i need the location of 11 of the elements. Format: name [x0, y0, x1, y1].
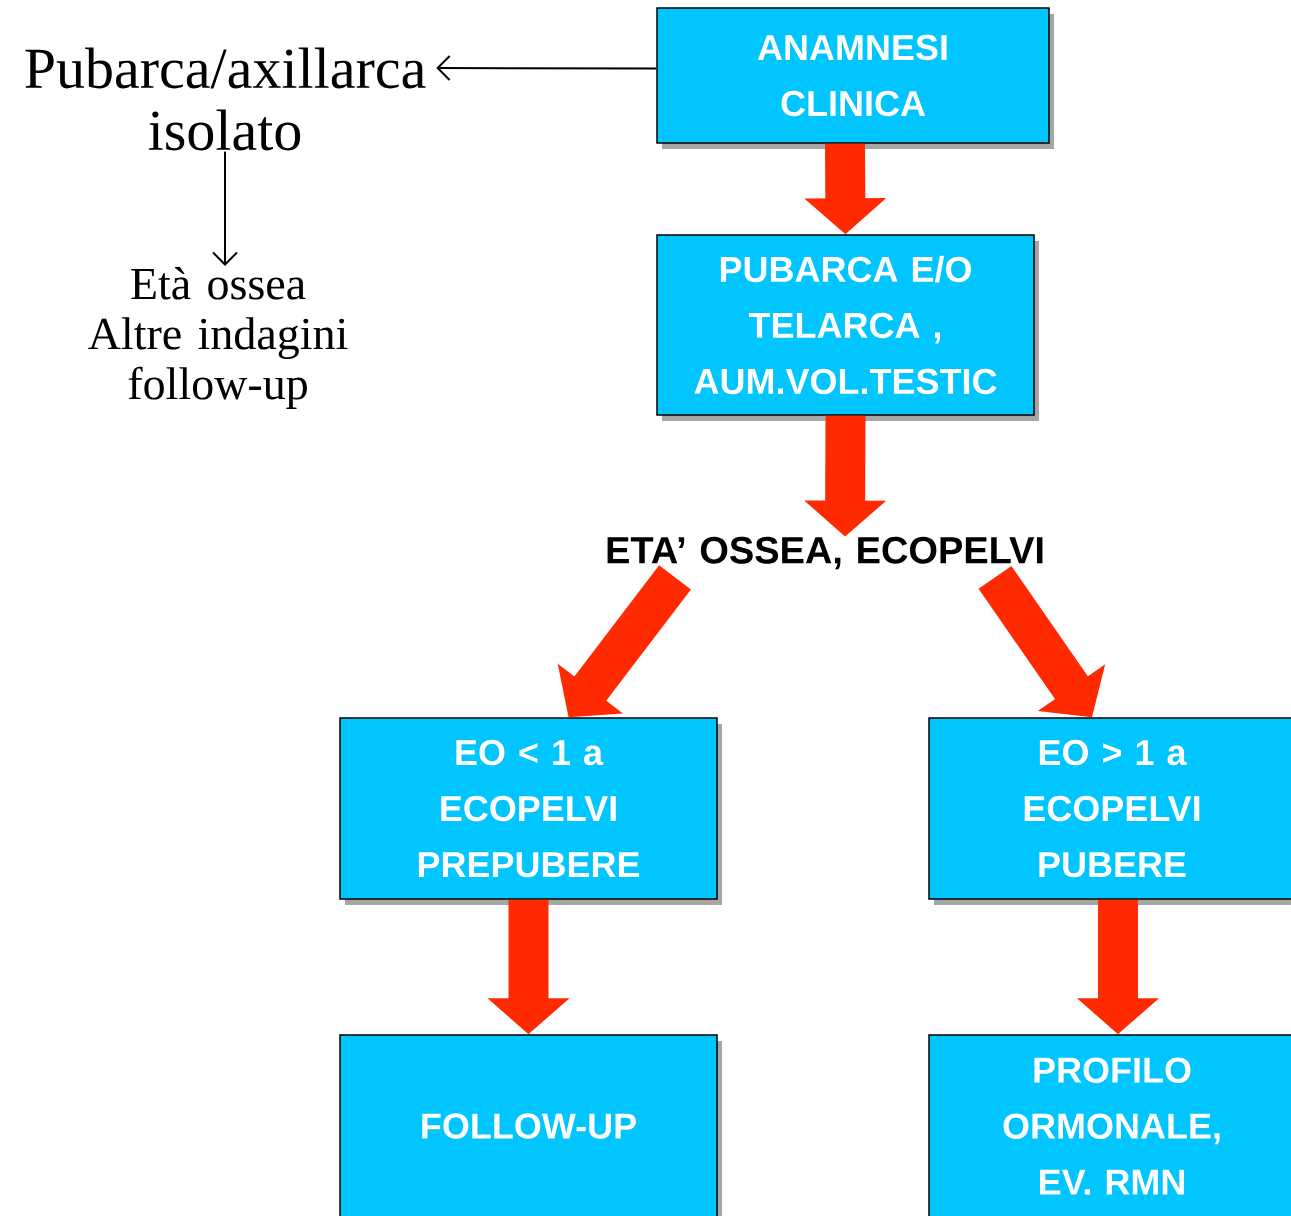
heading-text: ETA’ OSSEA, ECOPELVI: [607, 536, 1043, 570]
process-box: EO < 1 a ECOPELVI PREPUBERE: [339, 717, 722, 905]
process-box: PUBARCA E/O TELARCA , AUM.VOL.TESTIC: [656, 234, 1039, 421]
arrow: [436, 55, 658, 82]
process-box: ANAMNESI CLINICA: [656, 7, 1054, 149]
arrow: [212, 150, 238, 266]
process-box: FOLLOW-UP: [339, 1034, 722, 1216]
plain-text: Età ossea Altre indagini follow-up: [88, 267, 348, 409]
process-box: PROFILO ORMONALE, EV. RMN: [928, 1034, 1291, 1216]
plain-text: Pubarca/axillarca isolato: [25, 47, 426, 151]
process-box: EO > 1 a ECOPELVI PUBERE: [928, 717, 1291, 905]
